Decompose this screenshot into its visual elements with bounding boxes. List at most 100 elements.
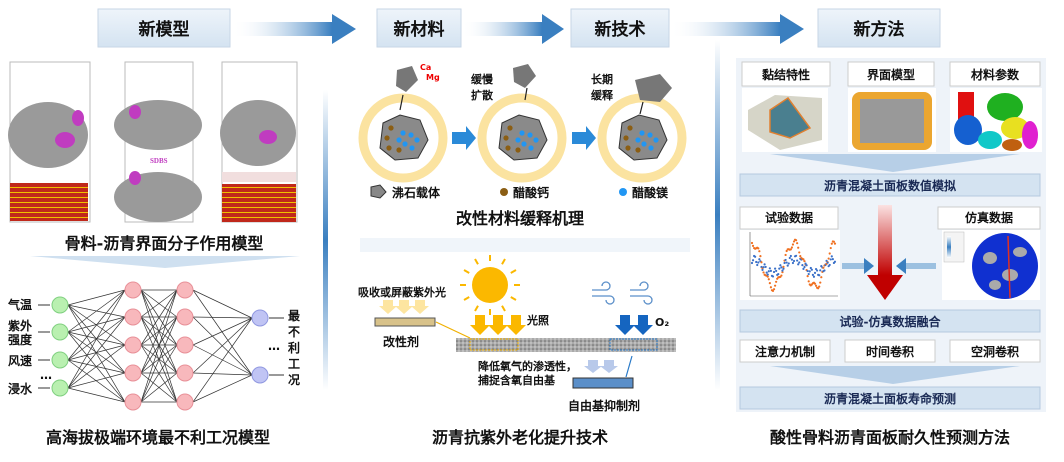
test-point [822,266,825,269]
test-point [764,265,767,269]
calcium-particle [627,125,633,131]
test-point [829,246,832,250]
test-point [756,263,759,267]
magnesium-particle [519,130,525,136]
network-edge [192,316,253,319]
network-edge [140,289,178,346]
network-edge [192,289,253,319]
test-point [782,267,785,270]
test-point [798,261,801,264]
test-point [801,264,804,267]
section-divider [360,238,690,252]
network-edge [67,289,126,306]
stage2-label-line1: 缓慢 [471,72,494,86]
header-model: 新模型 [97,8,231,48]
network-node [124,308,142,326]
test-point [802,258,805,261]
sun-ray [474,305,479,312]
magnesium-particle [515,137,521,143]
calcium-particle [503,135,509,141]
test-point [761,268,764,271]
bar-life-prediction: 沥青混凝土面板寿命预测 [739,386,1041,410]
test-point [791,261,795,265]
network-edge [67,289,126,389]
molecular-models: SDBS [8,61,298,223]
test-point [818,285,821,288]
magnesium-acetate-icon [619,188,627,196]
test-point [791,243,795,246]
test-point [826,261,829,264]
test-point [807,280,810,283]
calcium-acetate-icon [500,188,508,196]
network-node [251,366,269,384]
input-label-temperature: 气温 [7,297,32,312]
test-point [789,254,792,258]
test-point [828,252,831,255]
wind-icon [592,281,653,305]
sun-ray [510,296,517,301]
header-material: 新材料 [376,8,462,48]
ion-ca: Ca [420,63,431,72]
data-fusion-label: 试验-仿真数据融合 [840,314,942,329]
test-point [833,242,837,245]
network-node [124,364,142,382]
test-point [832,240,836,243]
inhibitor-sample [572,377,634,389]
sim-data-label: 仿真数据 [965,210,1013,225]
test-point [833,260,837,263]
network-node [51,296,69,314]
test-point [798,251,801,254]
oxygen-label: O₂ [655,316,669,329]
svg-text:不: 不 [288,325,300,339]
test-point [768,282,771,285]
test-point [805,264,808,267]
test-data-plot [740,230,840,300]
red-down-arrow [867,275,903,300]
interface-image [860,99,924,143]
method-caption: 酸性骨料沥青面板耐久性预测方法 [770,428,1010,447]
test-point [818,274,821,277]
top-labels: 黏结特性 界面模型 材料参数 [741,61,1041,87]
network-node [124,336,142,354]
test-point [816,269,819,272]
test-point [757,247,760,250]
input-label-wind: 风速 [8,353,32,368]
network-edge [67,289,126,333]
calcium-particle [386,145,392,151]
label-bonding: 黏结特性 [762,67,810,82]
test-point [792,240,796,243]
effect-line-2: 捕捉含氧自由基 [478,373,556,387]
test-point [803,265,806,269]
test-point [813,282,817,285]
network-edge [67,316,126,389]
material-params-image [954,92,1038,151]
svg-text:利: 利 [288,340,300,355]
test-point [812,275,816,278]
test-point [767,270,770,273]
test-point [784,258,787,262]
test-point [785,249,788,253]
network-edge [67,387,126,403]
calcium-particle [515,147,521,153]
output-label: 最 不 利 工 况 [288,309,301,387]
test-point [831,258,834,261]
test-point [813,271,817,275]
test-point [767,278,770,281]
test-point [760,261,763,264]
chevron-divider [770,154,1020,172]
test-point [785,261,788,264]
test-point [769,286,773,289]
calcium-particle [388,125,394,131]
magnesium-particle [409,145,415,151]
network-node [251,309,269,327]
test-point [781,271,784,274]
test-point [757,261,760,264]
test-point [751,259,755,262]
test-point [772,270,776,274]
legend-calcium-acetate: 醋酸钙 [513,185,549,200]
chevron-divider [770,366,1020,384]
oxygen-arrows [615,315,653,335]
test-point [755,260,758,264]
